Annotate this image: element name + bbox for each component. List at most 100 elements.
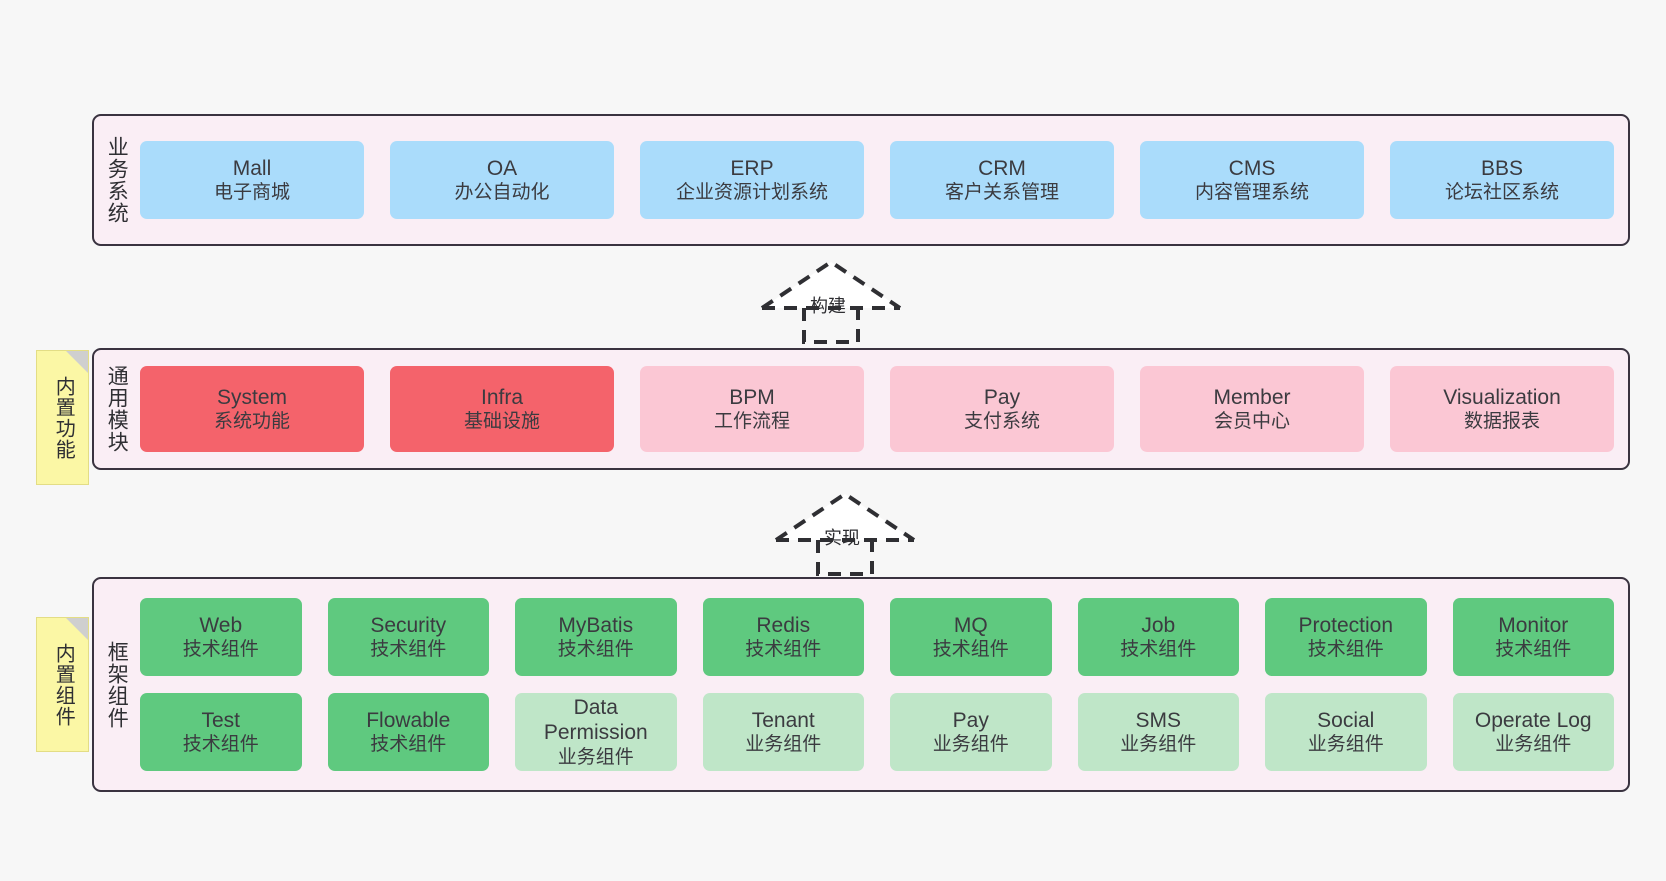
- box-pay-module[interactable]: Pay 支付系统: [890, 366, 1114, 452]
- layer-business-system[interactable]: 业务系统 Mall 电子商城 OA 办公自动化 ERP 企业资源计划系统 CRM…: [92, 114, 1630, 246]
- box-system-desc: 系统功能: [213, 411, 290, 433]
- box-protection-desc: 技术组件: [1307, 639, 1384, 661]
- box-mq-name: MQ: [953, 613, 988, 637]
- box-infra[interactable]: Infra 基础设施: [390, 366, 614, 452]
- box-monitor-name: Monitor: [1498, 613, 1569, 637]
- box-pay-module-desc: 支付系统: [963, 411, 1040, 433]
- box-web[interactable]: Web 技术组件: [140, 598, 302, 676]
- layer-common-module[interactable]: 通用模块 System 系统功能 Infra 基础设施 BPM 工作流程 Pay…: [92, 348, 1630, 470]
- box-member[interactable]: Member 会员中心: [1140, 366, 1364, 452]
- box-data-permission-name: Data Permission: [543, 695, 648, 745]
- box-redis-name: Redis: [756, 613, 811, 637]
- box-erp-name: ERP: [730, 156, 774, 180]
- box-infra-name: Infra: [480, 385, 524, 409]
- box-job-name: Job: [1141, 613, 1176, 637]
- layer-business-system-body: Mall 电子商城 OA 办公自动化 ERP 企业资源计划系统 CRM 客户关系…: [138, 116, 1628, 244]
- connector-implement: 实现: [770, 490, 920, 576]
- layer-framework-component-body: Web 技术组件 Security 技术组件 MyBatis 技术组件 Redi…: [138, 579, 1628, 790]
- note-built-in-feature-label: 内置功能: [52, 375, 75, 460]
- box-social-desc: 业务组件: [1307, 734, 1384, 756]
- box-data-permission[interactable]: Data Permission 业务组件: [515, 693, 677, 771]
- box-bpm[interactable]: BPM 工作流程: [640, 366, 864, 452]
- box-bbs[interactable]: BBS 论坛社区系统: [1390, 141, 1614, 219]
- box-sms[interactable]: SMS 业务组件: [1077, 693, 1239, 771]
- box-pay-component-name: Pay: [952, 708, 989, 732]
- box-mybatis[interactable]: MyBatis 技术组件: [515, 598, 677, 676]
- box-visualization[interactable]: Visualization 数据报表: [1390, 366, 1614, 452]
- box-tenant-desc: 业务组件: [745, 734, 822, 756]
- box-redis[interactable]: Redis 技术组件: [702, 598, 864, 676]
- box-social[interactable]: Social 业务组件: [1265, 693, 1427, 771]
- box-member-name: Member: [1213, 385, 1291, 409]
- connector-implement-label: 实现: [824, 528, 860, 548]
- box-test[interactable]: Test 技术组件: [140, 693, 302, 771]
- box-visualization-desc: 数据报表: [1463, 411, 1540, 433]
- note-built-in-feature: 内置功能: [36, 350, 89, 485]
- box-flowable[interactable]: Flowable 技术组件: [327, 693, 489, 771]
- note-fold-icon: [66, 351, 88, 373]
- box-crm[interactable]: CRM 客户关系管理: [890, 141, 1114, 219]
- box-monitor[interactable]: Monitor 技术组件: [1452, 598, 1614, 676]
- layer-business-system-label: 业务系统: [105, 136, 129, 224]
- box-monitor-desc: 技术组件: [1495, 639, 1572, 661]
- note-built-in-component-label: 内置组件: [52, 642, 75, 727]
- box-mq-desc: 技术组件: [932, 639, 1009, 661]
- box-protection-name: Protection: [1298, 613, 1394, 637]
- connector-implement-icon: [774, 491, 916, 576]
- box-bpm-name: BPM: [729, 385, 775, 409]
- box-cms-name: CMS: [1228, 156, 1276, 180]
- box-bpm-desc: 工作流程: [713, 411, 790, 433]
- box-security[interactable]: Security 技术组件: [327, 598, 489, 676]
- box-pay-component[interactable]: Pay 业务组件: [890, 693, 1052, 771]
- box-protection[interactable]: Protection 技术组件: [1265, 598, 1427, 676]
- box-operate-log[interactable]: Operate Log 业务组件: [1452, 693, 1614, 771]
- box-mall-desc: 电子商城: [213, 182, 290, 204]
- box-erp[interactable]: ERP 企业资源计划系统: [640, 141, 864, 219]
- box-mall[interactable]: Mall 电子商城: [140, 141, 364, 219]
- box-member-desc: 会员中心: [1213, 411, 1290, 433]
- layer-framework-component[interactable]: 框架组件 Web 技术组件 Security 技术组件 MyBatis 技术组件…: [92, 577, 1630, 792]
- box-job[interactable]: Job 技术组件: [1077, 598, 1239, 676]
- box-pay-component-desc: 业务组件: [932, 734, 1009, 756]
- box-bbs-name: BBS: [1480, 156, 1524, 180]
- connector-build-icon: [760, 259, 902, 344]
- box-tenant[interactable]: Tenant 业务组件: [702, 693, 864, 771]
- box-oa[interactable]: OA 办公自动化: [390, 141, 614, 219]
- box-infra-desc: 基础设施: [463, 411, 540, 433]
- box-web-desc: 技术组件: [182, 639, 259, 661]
- framework-business-row: Test 技术组件 Flowable 技术组件 Data Permission …: [140, 693, 1614, 771]
- box-social-name: Social: [1317, 708, 1375, 732]
- layer-common-module-label: 通用模块: [105, 365, 129, 453]
- box-erp-desc: 企业资源计划系统: [675, 182, 828, 204]
- box-mybatis-desc: 技术组件: [557, 639, 634, 661]
- box-sms-name: SMS: [1135, 708, 1181, 732]
- box-mall-name: Mall: [232, 156, 272, 180]
- box-job-desc: 技术组件: [1120, 639, 1197, 661]
- box-tenant-name: Tenant: [751, 708, 815, 732]
- box-oa-desc: 办公自动化: [454, 182, 550, 204]
- box-test-desc: 技术组件: [182, 734, 259, 756]
- box-cms[interactable]: CMS 内容管理系统: [1140, 141, 1364, 219]
- box-security-name: Security: [370, 613, 447, 637]
- box-crm-name: CRM: [978, 156, 1026, 180]
- layer-framework-component-label: 框架组件: [105, 640, 129, 729]
- box-mq[interactable]: MQ 技术组件: [890, 598, 1052, 676]
- box-oa-name: OA: [486, 156, 518, 180]
- box-mybatis-name: MyBatis: [558, 613, 634, 637]
- framework-tech-row: Web 技术组件 Security 技术组件 MyBatis 技术组件 Redi…: [140, 598, 1614, 676]
- box-security-desc: 技术组件: [370, 639, 447, 661]
- box-flowable-desc: 技术组件: [370, 734, 447, 756]
- box-cms-desc: 内容管理系统: [1194, 182, 1309, 204]
- box-visualization-name: Visualization: [1443, 385, 1561, 409]
- box-pay-module-name: Pay: [983, 385, 1021, 409]
- box-redis-desc: 技术组件: [745, 639, 822, 661]
- note-built-in-component: 内置组件: [36, 617, 89, 752]
- box-flowable-name: Flowable: [366, 708, 451, 732]
- connector-build: 构建: [756, 258, 906, 344]
- business-system-row: Mall 电子商城 OA 办公自动化 ERP 企业资源计划系统 CRM 客户关系…: [140, 141, 1614, 219]
- box-data-permission-desc: 业务组件: [557, 747, 634, 769]
- box-system[interactable]: System 系统功能: [140, 366, 364, 452]
- box-test-name: Test: [201, 708, 240, 732]
- box-crm-desc: 客户关系管理: [944, 182, 1059, 204]
